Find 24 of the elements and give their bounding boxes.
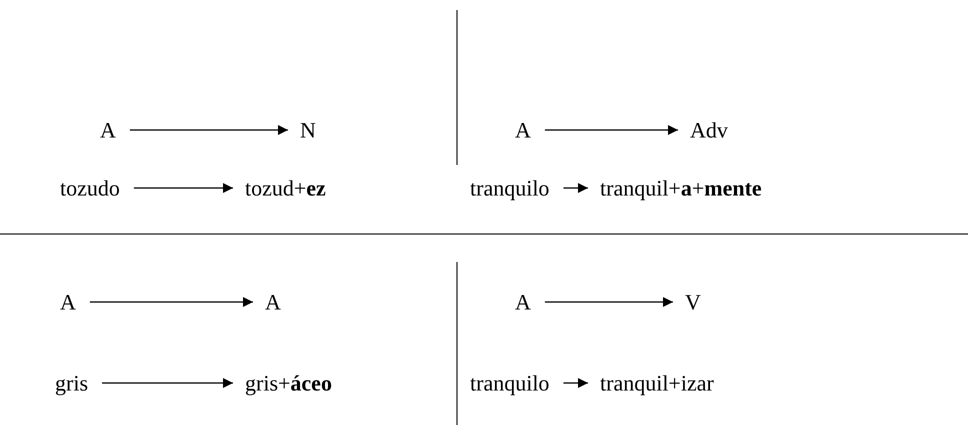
category-label: Adv xyxy=(690,117,728,143)
word-form: gris+áceo xyxy=(245,370,332,396)
arrow xyxy=(90,297,253,307)
category-label: A xyxy=(100,117,116,143)
word-form: tranquilo xyxy=(470,370,550,396)
category-label: A xyxy=(265,289,281,315)
category-label: A xyxy=(515,117,531,143)
word-form: gris xyxy=(55,370,88,396)
arrow xyxy=(544,125,678,135)
arrow xyxy=(544,297,673,307)
word-form: tozudo xyxy=(60,175,120,201)
arrow xyxy=(134,183,233,193)
arrow xyxy=(102,378,233,388)
word-form: tranquil+a+mente xyxy=(600,175,762,201)
category-label: A xyxy=(60,289,76,315)
category-label: V xyxy=(685,289,701,315)
arrow xyxy=(130,125,288,135)
category-label: N xyxy=(300,117,316,143)
arrow xyxy=(563,183,588,193)
word-form: tozud+ez xyxy=(245,175,326,201)
word-form: tranquil+izar xyxy=(600,370,714,396)
category-label: A xyxy=(515,289,531,315)
word-form: tranquilo xyxy=(470,175,550,201)
arrow xyxy=(563,378,588,388)
